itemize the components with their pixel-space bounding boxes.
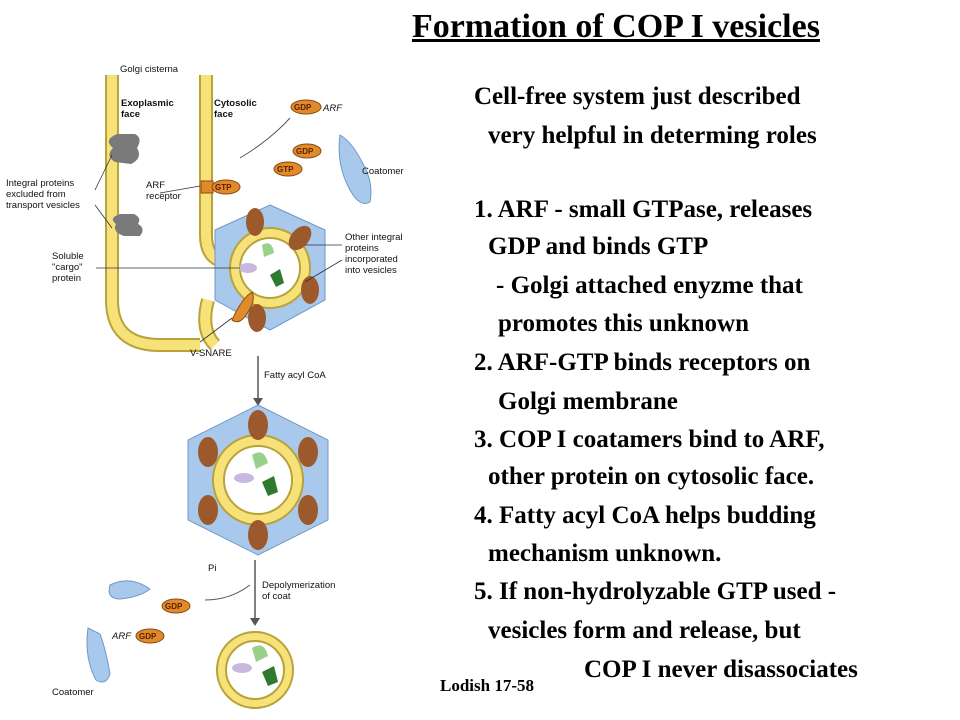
gdp-badge-released: GDP — [161, 598, 191, 614]
gdp-label-2: GDP — [296, 147, 314, 156]
leader-lines — [94, 154, 343, 343]
v-snare-label: V-SNARE — [190, 348, 232, 359]
integral-protein-shape — [108, 134, 140, 164]
arrow-gdp-release — [239, 117, 291, 159]
integral-protein-shape — [112, 214, 143, 236]
slide-title: Formation of COP I vesicles — [412, 8, 820, 45]
gtp-badge: GTP — [211, 179, 241, 195]
cytosolic-label: Cytosolic — [214, 98, 257, 109]
depolymerization-label-2: of coat — [262, 591, 291, 602]
text-line: GDP and binds GTP — [488, 233, 709, 260]
arf-gdp-badge-released: ARF GDP — [111, 628, 165, 644]
text-line: Golgi membrane — [498, 388, 678, 415]
gtp-label: GTP — [215, 183, 232, 192]
arf-label: ARF — [322, 103, 343, 114]
fatty-acyl-label: Fatty acyl CoA — [264, 370, 326, 381]
text-line: mechanism unknown. — [488, 540, 722, 567]
golgi-cisterna-label: Golgi cisterna — [120, 64, 179, 75]
text-line: - Golgi attached enyzme that — [496, 272, 803, 299]
coated-vesicle — [187, 404, 329, 556]
cytosolic-label-2: face — [214, 109, 233, 120]
coatomer-shape — [338, 134, 372, 204]
soluble-cargo-label-2: "cargo" — [52, 262, 83, 273]
integral-label-3: transport vesicles — [6, 200, 80, 211]
gtp-label-2: GTP — [277, 165, 294, 174]
text-line: 3. COP I coatamers bind to ARF, — [474, 426, 825, 453]
text-line: 1. ARF - small GTPase, releases — [474, 196, 813, 223]
coatomer-shape-released — [86, 627, 111, 683]
gtp-badge-2: GTP — [273, 161, 303, 177]
text-line: 2. ARF-GTP binds receptors on — [474, 349, 811, 376]
exoplasmic-label-2: face — [121, 109, 140, 120]
arf-label-2: ARF — [111, 631, 132, 642]
text-line: other protein on cytosolic face. — [488, 463, 815, 490]
gdp-label: GDP — [294, 103, 312, 112]
text-line: vesicles form and release, but — [488, 617, 801, 644]
budding-vesicle — [214, 204, 326, 332]
integral-label-1: Integral proteins — [6, 178, 74, 189]
depolymerization-label-1: Depolymerization — [262, 580, 335, 591]
cop-i-diagram: GTP GDP ARF GDP GTP — [6, 64, 404, 709]
v-snare-shape — [231, 291, 254, 323]
text-line: promotes this unknown — [498, 310, 750, 337]
arrow-pi-release — [204, 584, 251, 601]
golgi-cisterna-membrane — [105, 75, 240, 352]
text-line: very helpful in determing roles — [488, 122, 817, 149]
text-line: Cell-free system just described — [474, 83, 801, 110]
arf-receptor-label-2: receptor — [146, 191, 181, 202]
soluble-cargo-label-1: Soluble — [52, 251, 84, 262]
gdp-arf-badge: GDP ARF — [290, 99, 343, 115]
other-integral-label-1: Other integral — [345, 232, 403, 243]
text-line: 4. Fatty acyl CoA helps budding — [474, 502, 816, 529]
text-line: COP I never disassociates — [584, 656, 858, 683]
arf-receptor-label-1: ARF — [146, 180, 165, 191]
soluble-cargo-label-3: protein — [52, 273, 81, 284]
citation: Lodish 17-58 — [440, 676, 534, 695]
gdp-badge: GDP — [292, 143, 322, 159]
text-line: 5. If non-hydrolyzable GTP used - — [474, 578, 837, 605]
other-integral-label-4: into vesicles — [345, 265, 397, 276]
other-integral-label-3: incorporated — [345, 254, 398, 265]
gdp-label-3: GDP — [165, 602, 183, 611]
coatomer-label: Coatomer — [362, 166, 404, 177]
pi-label: Pi — [208, 563, 216, 574]
gdp-label-4: GDP — [139, 632, 157, 641]
coatomer-shape-released — [108, 580, 151, 600]
other-integral-label-2: proteins — [345, 243, 379, 254]
uncoated-vesicle — [216, 631, 294, 709]
exoplasmic-label: Exoplasmic — [121, 98, 174, 109]
coatomer-label-2: Coatomer — [52, 687, 94, 698]
arf-receptor-shape — [200, 180, 214, 194]
integral-label-2: excluded from — [6, 189, 66, 200]
